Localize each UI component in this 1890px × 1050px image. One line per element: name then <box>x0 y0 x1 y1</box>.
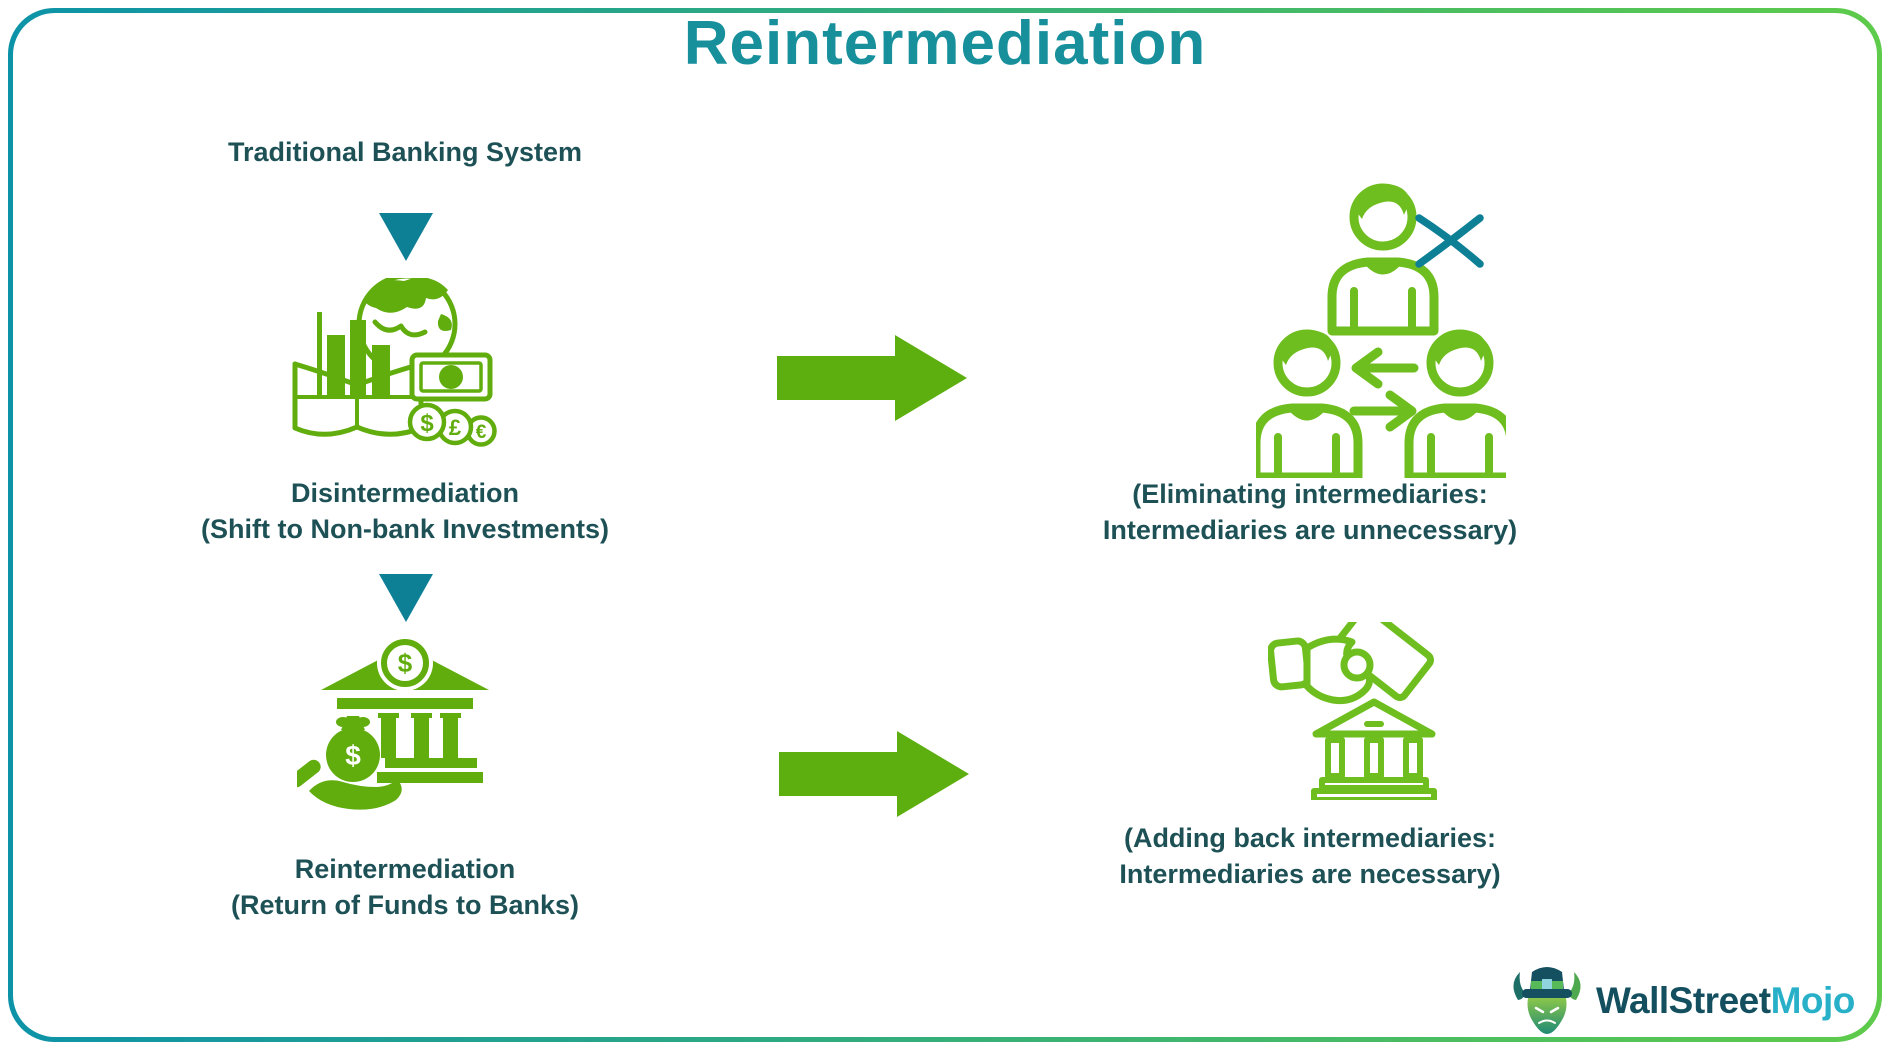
caption-eliminating: (Eliminating intermediaries: Intermediar… <box>960 476 1660 548</box>
bag-dollar-symbol: $ <box>345 740 361 771</box>
cross-icon <box>1415 214 1484 268</box>
caption-adding-back-line1: (Adding back intermediaries: <box>1123 823 1497 853</box>
label-disintermediation: Disintermediation (Shift to Non-bank Inv… <box>105 475 705 547</box>
bull-mascot-icon <box>1513 967 1581 1034</box>
right-arrow-icon <box>779 731 969 817</box>
bank-deposit-icon: $ $ <box>297 638 489 810</box>
caption-eliminating-line2: Intermediaries are unnecessary) <box>1102 515 1518 545</box>
exchange-arrows-icon <box>1349 347 1419 432</box>
disintermediation-subtitle: (Shift to Non-bank Investments) <box>200 514 609 544</box>
euro-coin-symbol: € <box>476 422 487 443</box>
pediment-dollar-symbol: $ <box>398 648 413 678</box>
down-triangle-icon <box>379 574 433 622</box>
dollar-coin-symbol: $ <box>420 410 434 437</box>
border-frame <box>8 8 1882 1042</box>
reintermediation-subtitle: (Return of Funds to Banks) <box>231 890 579 920</box>
peer-to-peer-people-icon <box>1256 178 1506 478</box>
pound-coin-symbol: £ <box>449 415 462 440</box>
wallstreetmojo-logo: WallStreetMojo <box>1508 966 1855 1036</box>
page-title: Reintermediation <box>683 9 1207 78</box>
logo-part-wallstreet: WallStreet <box>1596 980 1771 1021</box>
down-triangle-icon <box>379 213 433 261</box>
caption-adding-back: (Adding back intermediaries: Intermediar… <box>960 820 1660 892</box>
logo-wordmark: WallStreetMojo <box>1596 980 1855 1022</box>
label-traditional-banking: Traditional Banking System <box>227 137 583 167</box>
caption-adding-back-line2: Intermediaries are necessary) <box>1119 859 1501 889</box>
logo-part-mojo: Mojo <box>1770 980 1856 1021</box>
caption-eliminating-line1: (Eliminating intermediaries: <box>1132 479 1488 509</box>
disintermediation-title: Disintermediation <box>290 478 520 508</box>
non-bank-investments-icon: € £ $ <box>292 278 497 447</box>
hand-funding-bank-icon <box>1268 622 1437 800</box>
reintermediation-title: Reintermediation <box>294 854 516 884</box>
label-reintermediation: Reintermediation (Return of Funds to Ban… <box>105 851 705 923</box>
right-arrow-icon <box>777 335 967 421</box>
